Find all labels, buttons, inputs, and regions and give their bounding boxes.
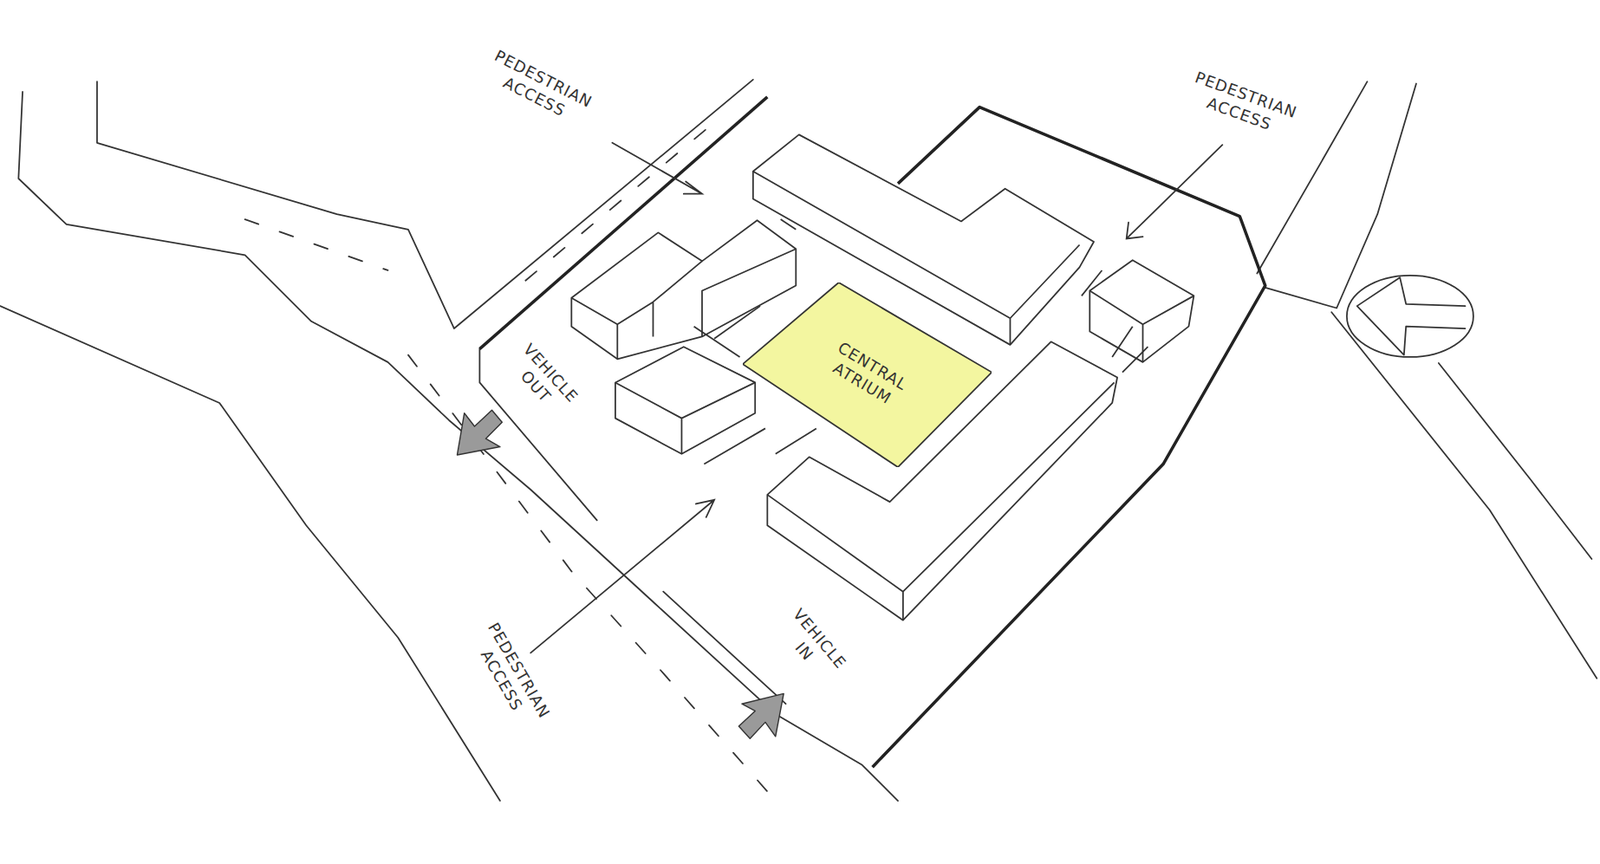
access-label: VEHICLE IN (771, 601, 854, 689)
atrium-shape (742, 282, 992, 468)
vehicle-arrows (456, 409, 784, 739)
building-edge (571, 248, 796, 359)
roundabout-arrow (1357, 277, 1466, 355)
access-label: VEHICLE OUT (500, 336, 585, 423)
vehicle-arrow (738, 693, 784, 739)
leader-line (611, 143, 703, 195)
centre-line (245, 219, 389, 271)
access-label: PEDESTRIAN ACCESS (463, 616, 557, 735)
access-label: PEDESTRIAN ACCESS (479, 43, 599, 132)
roads (0, 79, 1597, 801)
atrium-area: CENTRAL ATRIUM (742, 282, 992, 468)
building-block (615, 346, 755, 455)
building-block (571, 220, 796, 359)
building-edge (1089, 290, 1194, 362)
building-edge (615, 382, 755, 454)
leader-line (1126, 144, 1223, 239)
road-edge (663, 591, 786, 704)
site-boundary (479, 97, 1265, 768)
road-edge (1331, 312, 1597, 679)
access-label: PEDESTRIAN ACCESS (1183, 65, 1303, 144)
buildings (571, 134, 1194, 620)
leader-line (530, 500, 715, 654)
road-edge (0, 305, 501, 801)
leaders (530, 143, 1223, 654)
building-block (1089, 260, 1194, 363)
road-edge (1438, 363, 1593, 560)
vehicle-arrow (456, 409, 502, 456)
roundabout (1346, 275, 1474, 358)
